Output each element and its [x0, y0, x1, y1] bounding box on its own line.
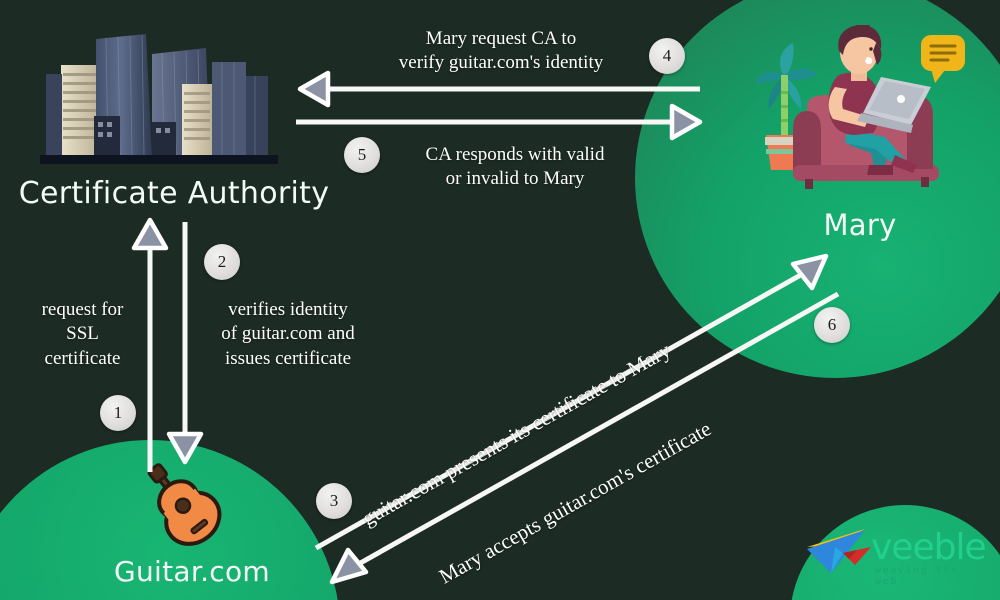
node-label-certificate-authority: Certificate Authority [18, 176, 330, 211]
node-label-guitar-com: Guitar.com [113, 555, 270, 588]
woman-with-laptop-icon [735, 17, 965, 210]
veeble-tagline: weaving the web [875, 565, 959, 587]
step-badge-2[interactable]: 2 [204, 244, 240, 280]
step-badge-5[interactable]: 5 [344, 137, 380, 173]
arrowhead-step-6 [329, 547, 369, 585]
office-buildings-icon [34, 18, 284, 168]
step-badge-6[interactable]: 6 [814, 307, 850, 343]
step-badge-1[interactable]: 1 [100, 395, 136, 431]
step-text-5: CA responds with valid or invalid to Mar… [425, 144, 605, 190]
veeble-wordmark: veeble [871, 527, 987, 568]
step-badge-3[interactable]: 3 [316, 483, 352, 519]
acoustic-guitar-icon [130, 455, 250, 565]
arrowhead-step-1 [131, 217, 169, 251]
step-text-4: Mary request CA to verify guitar.com's i… [398, 28, 604, 74]
node-label-mary: Mary [823, 208, 897, 242]
arrowhead-step-4 [297, 70, 331, 108]
step-text-3: guitar.com presents its certificate to M… [357, 337, 675, 531]
step-text-2: verifies identity of guitar.com and issu… [221, 299, 355, 369]
paper-plane-icon [807, 529, 871, 573]
step-badge-4[interactable]: 4 [649, 38, 685, 74]
veeble-logo[interactable]: veeble weaving the web [805, 525, 987, 587]
step-text-1: request for SSL certificate [41, 299, 124, 369]
